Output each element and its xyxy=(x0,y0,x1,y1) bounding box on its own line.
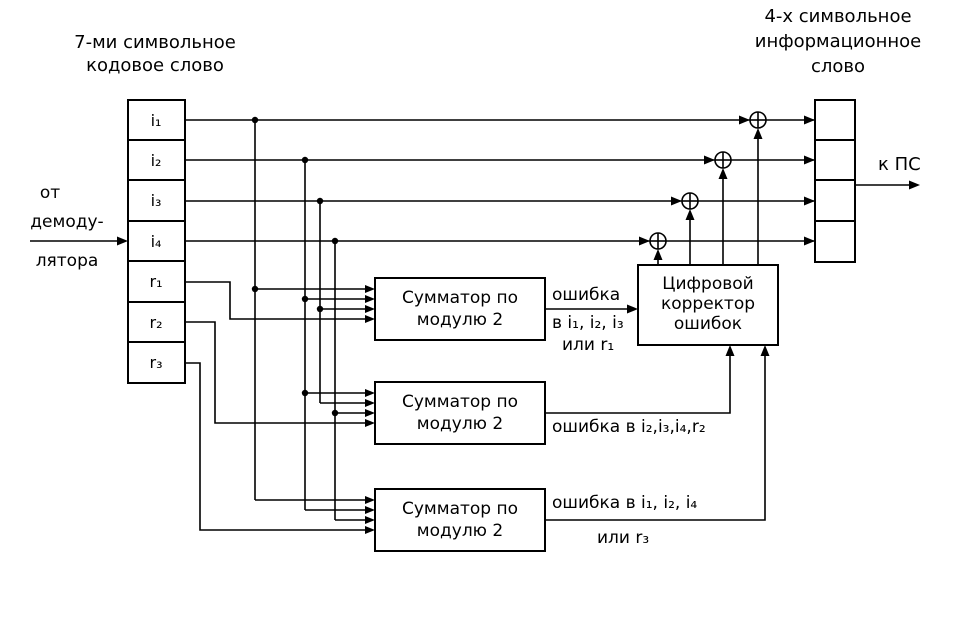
error-corrector-block xyxy=(637,264,779,346)
error3-label-line1: ошибка в i₁, i₂, i₄ xyxy=(552,493,697,513)
title-infoword-line1: 4-х символьное xyxy=(764,6,911,27)
input-shift-register xyxy=(127,99,186,384)
arrowheads xyxy=(117,115,920,534)
adder2-label-line2: модулю 2 xyxy=(417,414,503,434)
adder3-label-line2: модулю 2 xyxy=(417,521,503,541)
input-label-line1: от xyxy=(40,183,60,203)
error1-label-line3: или r₁ xyxy=(562,335,614,355)
register-cell-r3: r₃ xyxy=(150,353,163,372)
input-label-line2: демоду- xyxy=(30,212,103,232)
xor-nodes xyxy=(649,111,767,250)
adder3-label-line1: Сумматор по xyxy=(402,499,518,519)
corrector-label-line2: корректор xyxy=(661,294,755,314)
register-cell-r2: r₂ xyxy=(150,313,163,332)
adder1-label-line2: модулю 2 xyxy=(417,310,503,330)
output-label: к ПС xyxy=(878,154,921,175)
mod2-adder-3 xyxy=(374,488,546,552)
junction-dots xyxy=(251,116,339,417)
error1-label-line2: в i₁, i₂, i₃ xyxy=(552,313,624,333)
title-codeword-line2: кодовое слово xyxy=(86,55,224,76)
adder2-label-line1: Сумматор по xyxy=(402,392,518,412)
mod2-adder-1 xyxy=(374,277,546,341)
register-cell-r1: r₁ xyxy=(150,272,163,291)
input-label-line3: лятора xyxy=(36,251,99,271)
title-infoword-line2: информационное xyxy=(755,31,922,52)
register-cell-i4: i₄ xyxy=(151,232,162,251)
corrector-label-line3: ошибок xyxy=(674,314,742,334)
adder1-label-line1: Сумматор по xyxy=(402,288,518,308)
title-codeword-line1: 7-ми символьное xyxy=(74,32,236,53)
register-cell-i2: i₂ xyxy=(151,151,162,170)
title-infoword-line3: слово xyxy=(811,56,865,77)
mod2-adder-2 xyxy=(374,381,546,445)
error1-label-line1: ошибка xyxy=(552,285,620,305)
register-cell-i3: i₃ xyxy=(151,191,162,210)
wires xyxy=(30,119,912,531)
error2-label-line1: ошибка в i₂,i₃,i₄,r₂ xyxy=(552,417,706,437)
blocks xyxy=(127,99,856,552)
error3-label-line2: или r₃ xyxy=(597,528,649,548)
corrector-label-line1: Цифровой xyxy=(662,274,753,294)
labels: 7-ми символьное кодовое слово 4-х символ… xyxy=(30,6,921,548)
register-cell-i1: i₁ xyxy=(151,111,162,130)
